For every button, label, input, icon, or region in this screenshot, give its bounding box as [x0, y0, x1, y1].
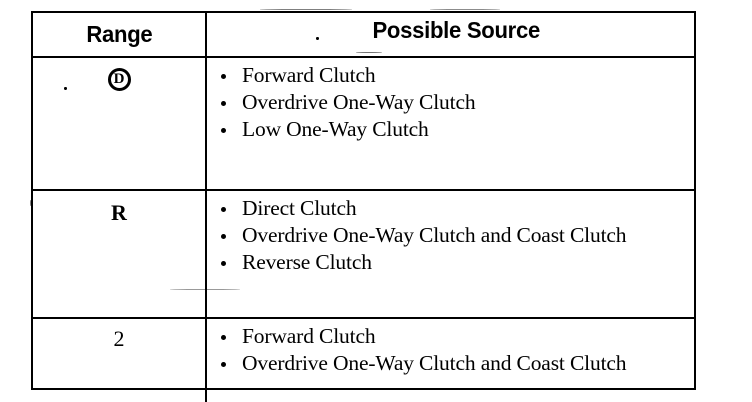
list-item: Forward Clutch — [219, 62, 694, 89]
source-text: Direct Clutch — [242, 196, 357, 220]
list-item: Overdrive One-Way Clutch and Coast Clutc… — [219, 350, 694, 377]
source-text: Forward Clutch — [242, 63, 376, 87]
source-cell: Direct Clutch Overdrive One-Way Clutch a… — [207, 191, 694, 317]
range-value-2: 2 — [113, 326, 125, 351]
table-row: R Direct Clutch Overdrive One-Way Clutch… — [33, 189, 694, 317]
list-item: Overdrive One-Way Clutch — [219, 89, 694, 116]
range-value-r: R — [111, 200, 127, 225]
source-list: Direct Clutch Overdrive One-Way Clutch a… — [219, 195, 694, 276]
scan-speck — [300, 388, 460, 389]
range-value-circled-d: D — [107, 68, 131, 91]
range-cell: D — [33, 58, 207, 189]
scan-speck — [520, 388, 640, 389]
range-source-table: Range Possible Source D Forward Clutch O — [31, 11, 696, 402]
scan-speck — [430, 9, 500, 10]
source-list: Forward Clutch Overdrive One-Way Clutch … — [219, 62, 694, 143]
header-cell-range: Range — [33, 13, 207, 56]
scan-speck — [64, 87, 67, 90]
list-item: Low One-Way Clutch — [219, 116, 694, 143]
range-cell: 2 — [33, 319, 207, 402]
source-text: Overdrive One-Way Clutch and Coast Clutc… — [242, 351, 627, 375]
scan-speck — [205, 225, 207, 233]
list-item: Direct Clutch — [219, 195, 694, 222]
table-row: 2 Forward Clutch Overdrive One-Way Clutc… — [33, 317, 694, 402]
scan-speck — [30, 200, 32, 206]
scan-speck — [95, 388, 137, 389]
source-cell: Forward Clutch Overdrive One-Way Clutch … — [207, 58, 694, 189]
header-cell-source: Possible Source — [207, 13, 694, 56]
range-letter: D — [113, 71, 125, 87]
list-item: Forward Clutch — [219, 323, 694, 350]
range-cell: R — [33, 191, 207, 317]
source-text: Low One-Way Clutch — [242, 117, 429, 141]
table-header-row: Range Possible Source — [33, 13, 694, 56]
scan-speck — [260, 9, 352, 10]
scan-speck — [316, 37, 319, 40]
header-label-possible-source: Possible Source — [372, 17, 541, 43]
table-row: D Forward Clutch Overdrive One-Way Clutc… — [33, 56, 694, 189]
scan-speck — [356, 52, 382, 53]
source-list: Forward Clutch Overdrive One-Way Clutch … — [219, 323, 694, 377]
source-cell: Forward Clutch Overdrive One-Way Clutch … — [207, 319, 694, 402]
list-item: Overdrive One-Way Clutch and Coast Clutc… — [219, 222, 694, 249]
header-label-range: Range — [85, 21, 153, 47]
source-text: Overdrive One-Way Clutch — [242, 90, 476, 114]
source-text: Forward Clutch — [242, 324, 376, 348]
source-text: Reverse Clutch — [242, 250, 372, 274]
scan-speck — [120, 57, 170, 58]
source-text: Overdrive One-Way Clutch and Coast Clutc… — [242, 223, 627, 247]
list-item: Reverse Clutch — [219, 249, 694, 276]
scan-speck — [170, 289, 240, 290]
